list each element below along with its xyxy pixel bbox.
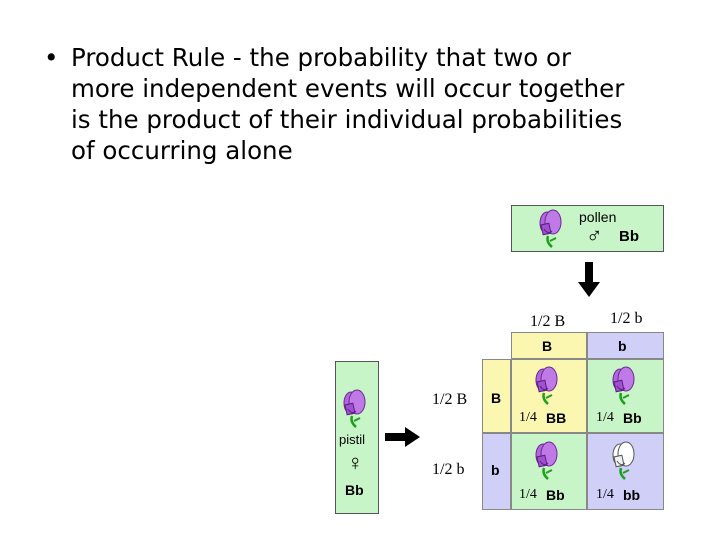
- flower-purple-icon: [534, 366, 560, 406]
- bullet-text: Product Rule - the probability that two …: [71, 42, 681, 166]
- punnett-cell: 1/4 bb: [587, 433, 664, 510]
- column-header: b: [587, 332, 664, 359]
- bullet-symbol: •: [44, 42, 58, 73]
- arrow-down-icon: [578, 262, 600, 298]
- cell-fraction: 1/4: [596, 410, 614, 426]
- flower-white-icon: [611, 441, 637, 481]
- cell-fraction: 1/4: [596, 487, 614, 503]
- bullet-line: Product Rule - the probability that two …: [71, 42, 681, 73]
- column-allele: b: [618, 338, 627, 354]
- cell-genotype: Bb: [546, 487, 565, 503]
- punnett-cell: 1/4 Bb: [587, 359, 664, 433]
- pollen-box: pollen ♂ Bb: [511, 205, 664, 252]
- row-fraction: 1/2 b: [432, 461, 464, 479]
- arrow-right-icon: [385, 427, 421, 447]
- cell-fraction: 1/4: [519, 410, 537, 426]
- cell-genotype: BB: [546, 410, 566, 426]
- pistil-box: pistil ♀ Bb: [335, 361, 379, 514]
- row-header: B: [482, 359, 511, 433]
- flower-purple-icon: [611, 366, 637, 406]
- male-symbol-icon: ♂: [586, 223, 603, 249]
- row-fraction: 1/2 B: [432, 391, 467, 409]
- flower-purple-icon: [538, 209, 564, 249]
- pollen-genotype: Bb: [619, 228, 639, 245]
- cell-fraction: 1/4: [519, 487, 537, 503]
- column-fraction: 1/2 B: [530, 313, 565, 331]
- column-fraction: 1/2 b: [610, 310, 642, 328]
- pistil-label: pistil: [339, 432, 365, 447]
- row-allele: b: [491, 462, 500, 478]
- row-allele: B: [491, 390, 501, 406]
- punnett-cell: 1/4 BB: [511, 359, 587, 433]
- punnett-cell: 1/4 Bb: [511, 433, 587, 510]
- female-symbol-icon: ♀: [347, 450, 364, 476]
- bullet-line: is the product of their individual proba…: [71, 104, 681, 135]
- column-header: B: [511, 332, 587, 359]
- flower-purple-icon: [342, 389, 368, 429]
- cell-genotype: Bb: [623, 410, 642, 426]
- flower-purple-icon: [534, 441, 560, 481]
- column-allele: B: [542, 338, 552, 354]
- cell-genotype: bb: [623, 487, 640, 503]
- row-header: b: [482, 433, 511, 510]
- bullet-line: of occurring alone: [71, 135, 681, 166]
- bullet-line: more independent events will occur toget…: [71, 73, 681, 104]
- pistil-genotype: Bb: [345, 482, 364, 498]
